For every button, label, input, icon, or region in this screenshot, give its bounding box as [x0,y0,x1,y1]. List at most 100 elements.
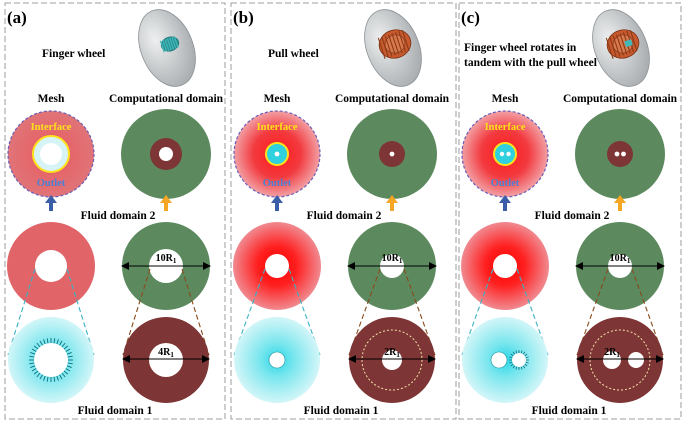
dimension-10r: 10R1 [610,253,631,265]
finger-tooth [59,340,63,346]
dimension-inner: 2R1 [604,347,620,359]
finger-tooth [30,365,36,368]
finger-tooth [31,368,37,372]
finger-tooth [510,363,514,367]
panel-label: (a) [7,8,27,27]
finger-tooth [520,366,523,370]
wheel-icon [364,9,422,87]
panel-frame [230,2,457,420]
dimension-inner: 2R1 [384,347,400,359]
panel-title-line-2: tandem with the pull wheel [464,57,597,69]
domain-maroon-core [607,141,633,167]
finger-tooth [39,340,43,346]
arrow-blue [45,195,57,211]
arrow-orange [614,195,626,211]
fluid2-mesh-hole [265,254,289,278]
panel-frame [4,2,226,420]
mesh-label: Mesh [492,93,519,105]
finger-tooth [46,376,49,382]
fluid2-mesh-hole [493,254,517,278]
inner-hole-1 [499,151,505,157]
outlet-label: Outlet [491,178,520,189]
domain-hole [159,147,173,161]
finger-tooth [63,345,69,350]
computational-domain-label: Computational domain [109,93,224,105]
domain-hole-2 [621,151,626,157]
fluid-domain-1-label: Fluid domain 1 [304,405,379,417]
interface-label: Interface [257,122,298,133]
finger-tooth [512,351,516,355]
finger-tooth [59,374,63,380]
dimension-inner: 4R1 [158,347,174,359]
zoom-line-left [122,268,151,356]
panel-title: Finger wheel [42,48,105,60]
zoom-line-right [66,268,95,356]
interface-label: Interface [31,122,72,133]
fluid1-mesh-hole-2 [512,353,526,367]
dimension-10r: 10R1 [382,253,403,265]
finger-tooth [509,356,513,359]
finger-tooth [43,375,46,381]
domain-hole-1 [614,151,620,157]
zoom-line-left [7,268,36,356]
finger-tooth [63,370,69,375]
computational-domain-label: Computational domain [563,93,678,105]
finger-tooth [36,342,41,348]
outlet-label: Outlet [263,178,292,189]
finger-tooth [56,339,59,345]
finger-tooth [46,338,49,344]
arrow-blue [271,195,283,211]
computational-domain-label: Computational domain [335,93,450,105]
finger-tooth [36,372,41,378]
finger-tooth [53,338,56,344]
panel-label: (b) [233,8,254,27]
mesh-label: Mesh [38,93,65,105]
interface-ring [493,142,517,166]
outlet-label: Outlet [37,178,66,189]
wheel-icon [592,9,650,87]
fluid1-domain-hole-2 [628,352,644,368]
finger-tooth [30,352,36,355]
fluid2-mesh-hole [35,250,67,282]
finger-tooth [43,339,46,345]
finger-tooth [515,350,518,354]
panel-title: Pull wheel [268,48,319,60]
fluid1-mesh-hole [34,343,68,377]
finger-tooth [29,355,35,358]
fluid-domain-2-label: Fluid domain 2 [81,210,156,222]
finger-tooth [512,365,516,369]
finger-tooth [33,370,39,375]
zoom-line-right [181,268,210,356]
inner-hole-2 [506,151,511,157]
finger-tooth [525,361,529,364]
arrow-blue [499,195,511,211]
finger-tooth [66,365,72,368]
inner-hole [274,151,280,157]
finger-tooth [66,352,72,355]
finger-tooth [65,368,71,372]
finger-tooth [525,356,529,359]
finger-tooth [67,355,73,358]
panel-frame [458,2,682,420]
panel-label: (c) [461,8,480,27]
finger-tooth [515,366,518,370]
interface-label: Interface [485,122,526,133]
finger-tooth [31,348,37,352]
finger-tooth [53,376,56,382]
finger-tooth [524,363,528,367]
finger-tooth [65,348,71,352]
finger-tooth [56,375,59,381]
finger-tooth [520,350,523,354]
finger-tooth [524,353,528,357]
fluid-domain-1-label: Fluid domain 1 [78,405,153,417]
finger-tooth [510,353,514,357]
fluid1-mesh-hole-1 [490,351,508,369]
finger-tooth [29,362,35,365]
dimension-10r: 10R1 [156,253,177,265]
fluid-domain-2-label: Fluid domain 2 [307,210,382,222]
